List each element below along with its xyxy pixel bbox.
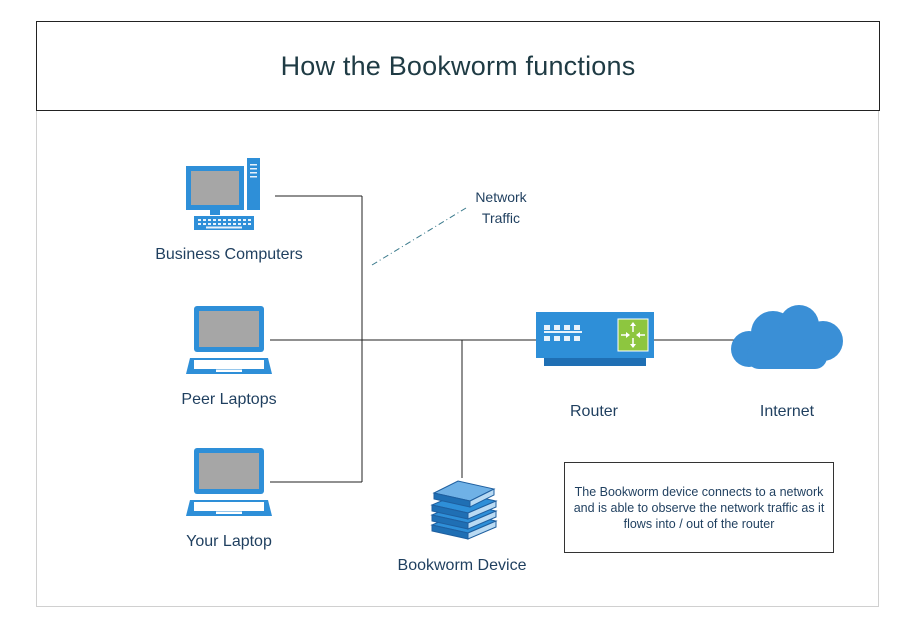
laptop-icon — [186, 306, 272, 374]
label-business-computers: Business Computers — [155, 246, 303, 263]
explanation-note: The Bookworm device connects to a networ… — [564, 462, 834, 553]
network-traffic-label: Network Traffic — [475, 187, 526, 229]
diagram-title: How the Bookworm functions — [280, 50, 636, 81]
title-box: How the Bookworm functions — [36, 21, 880, 111]
explanation-note-text: The Bookworm device connects to a networ… — [573, 484, 825, 531]
label-internet: Internet — [759, 403, 815, 420]
network-traffic-line1: Network — [475, 189, 527, 205]
router-switch-icon — [536, 312, 654, 366]
label-peer-laptops: Peer Laptops — [181, 391, 277, 408]
book-stack-icon — [430, 480, 498, 540]
network-traffic-line2: Traffic — [481, 210, 521, 226]
laptop-icon — [186, 448, 272, 516]
label-your-laptop: Your Laptop — [186, 533, 272, 550]
label-router: Router — [569, 403, 619, 420]
desktop-computer-icon — [186, 158, 260, 230]
network-traffic-callout-line — [371, 207, 467, 266]
label-bookworm-device: Bookworm Device — [397, 557, 527, 574]
cloud-icon — [731, 305, 843, 369]
